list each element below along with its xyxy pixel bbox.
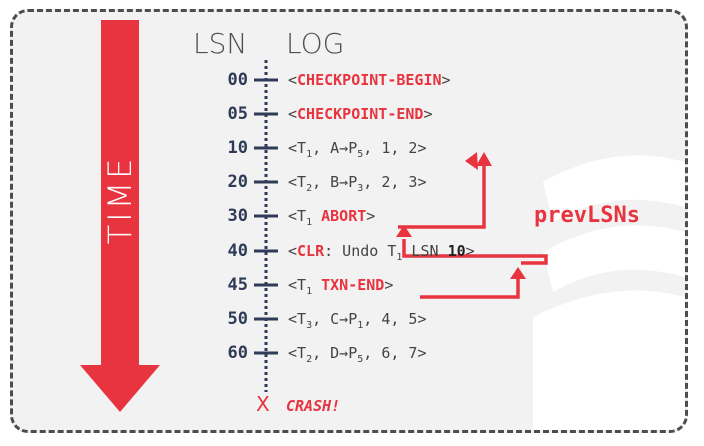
log-record-text: CHECKPOINT-BEGIN: [297, 71, 442, 89]
log-record-text: >: [423, 105, 433, 123]
log-record-10: <T1, A→P5, 1, 2>: [288, 137, 427, 160]
log-record-30: <T1 ABORT>: [288, 205, 376, 228]
log-record-text: 1: [306, 149, 313, 160]
lsn-tick-marks: [254, 78, 278, 355]
lsn-50: 50: [227, 309, 248, 329]
log-record-text: 3: [357, 183, 364, 194]
lsn-60: 60: [227, 343, 248, 363]
log-record-text: CHECKPOINT-END: [297, 105, 424, 123]
log-record-text: 2: [306, 354, 313, 365]
prevlsn-arrow-40-to-30: [402, 239, 548, 265]
log-record-text: <T: [288, 139, 307, 157]
time-label: TIME: [101, 155, 139, 245]
log-record-text: <T: [288, 344, 307, 362]
prevlsn-arrow-45-to-40: [420, 277, 520, 299]
lsn-10: 10: [227, 138, 248, 158]
lsn-30: 30: [227, 206, 248, 226]
prevlsn-arrowheads: [396, 152, 526, 279]
log-record-text: <: [288, 105, 298, 123]
log-record-text: , 6, 7>: [363, 344, 427, 362]
log-record-text: [312, 207, 321, 225]
log-record-text: 5: [357, 354, 364, 365]
log-record-text: , B→P: [312, 173, 358, 191]
lsn-05: 05: [227, 104, 248, 124]
crash-mark-icon: X: [256, 392, 270, 416]
log-record-20: <T2, B→P3, 2, 3>: [288, 171, 427, 194]
log-record-text: 1: [306, 217, 313, 228]
lsn-column-header: LSN: [193, 27, 248, 60]
log-record-45: <T1 TXN-END>: [288, 274, 394, 297]
log-record-text: 10: [447, 242, 466, 260]
log-record-text: , C→P: [312, 310, 358, 328]
log-record-text: >: [384, 276, 394, 294]
log-record-40: <CLR: Undo T1 LSN 10>: [288, 240, 475, 263]
prevlsn-arrows: [398, 164, 548, 299]
log-record-text: , 2, 3>: [363, 173, 427, 191]
log-record-text: <: [288, 242, 298, 260]
log-record-50: <T3, C→P1, 4, 5>: [288, 308, 427, 331]
log-record-text: 1: [306, 286, 313, 297]
log-record-text: , 4, 5>: [363, 310, 427, 328]
prevlsn-arrow-30-to-10: [398, 164, 486, 229]
log-record-text: <T: [288, 310, 307, 328]
lsn-45: 45: [227, 275, 248, 295]
log-record-text: <T: [288, 207, 307, 225]
log-record-text: <T: [288, 276, 307, 294]
log-record-text: 5: [357, 149, 364, 160]
log-record-text: LSN: [402, 242, 448, 260]
log-record-text: 2: [306, 183, 313, 194]
log-record-text: 3: [306, 320, 313, 331]
log-record-text: TXN-END: [321, 276, 385, 294]
log-record-text: 1: [357, 320, 364, 331]
lsn-20: 20: [227, 172, 248, 192]
log-record-text: <T: [288, 173, 307, 191]
log-record-text: , D→P: [312, 344, 358, 362]
log-column-header: LOG: [286, 27, 345, 60]
log-record-text: : Undo T: [324, 242, 397, 260]
database-watermark-icon: [533, 155, 685, 430]
log-record-text: 1: [396, 252, 403, 263]
log-record-text: >: [465, 242, 475, 260]
log-record-text: CLR: [297, 242, 325, 260]
log-record-text: , 1, 2>: [363, 139, 427, 157]
log-record-text: >: [366, 207, 376, 225]
log-record-00: <CHECKPOINT-BEGIN>: [288, 69, 451, 91]
log-record-text: ABORT: [321, 207, 367, 225]
log-record-text: <: [288, 71, 298, 89]
log-record-text: , A→P: [312, 139, 358, 157]
log-record-05: <CHECKPOINT-END>: [288, 103, 433, 125]
log-record-text: >: [441, 71, 451, 89]
lsn-00: 00: [227, 70, 248, 90]
crash-label: CRASH!: [286, 397, 341, 415]
log-record-60: <T2, D→P5, 6, 7>: [288, 342, 427, 365]
prevlsns-label: prevLSNs: [534, 203, 640, 228]
lsn-40: 40: [227, 241, 248, 261]
time-arrow: [80, 20, 160, 412]
log-record-text: [312, 276, 321, 294]
